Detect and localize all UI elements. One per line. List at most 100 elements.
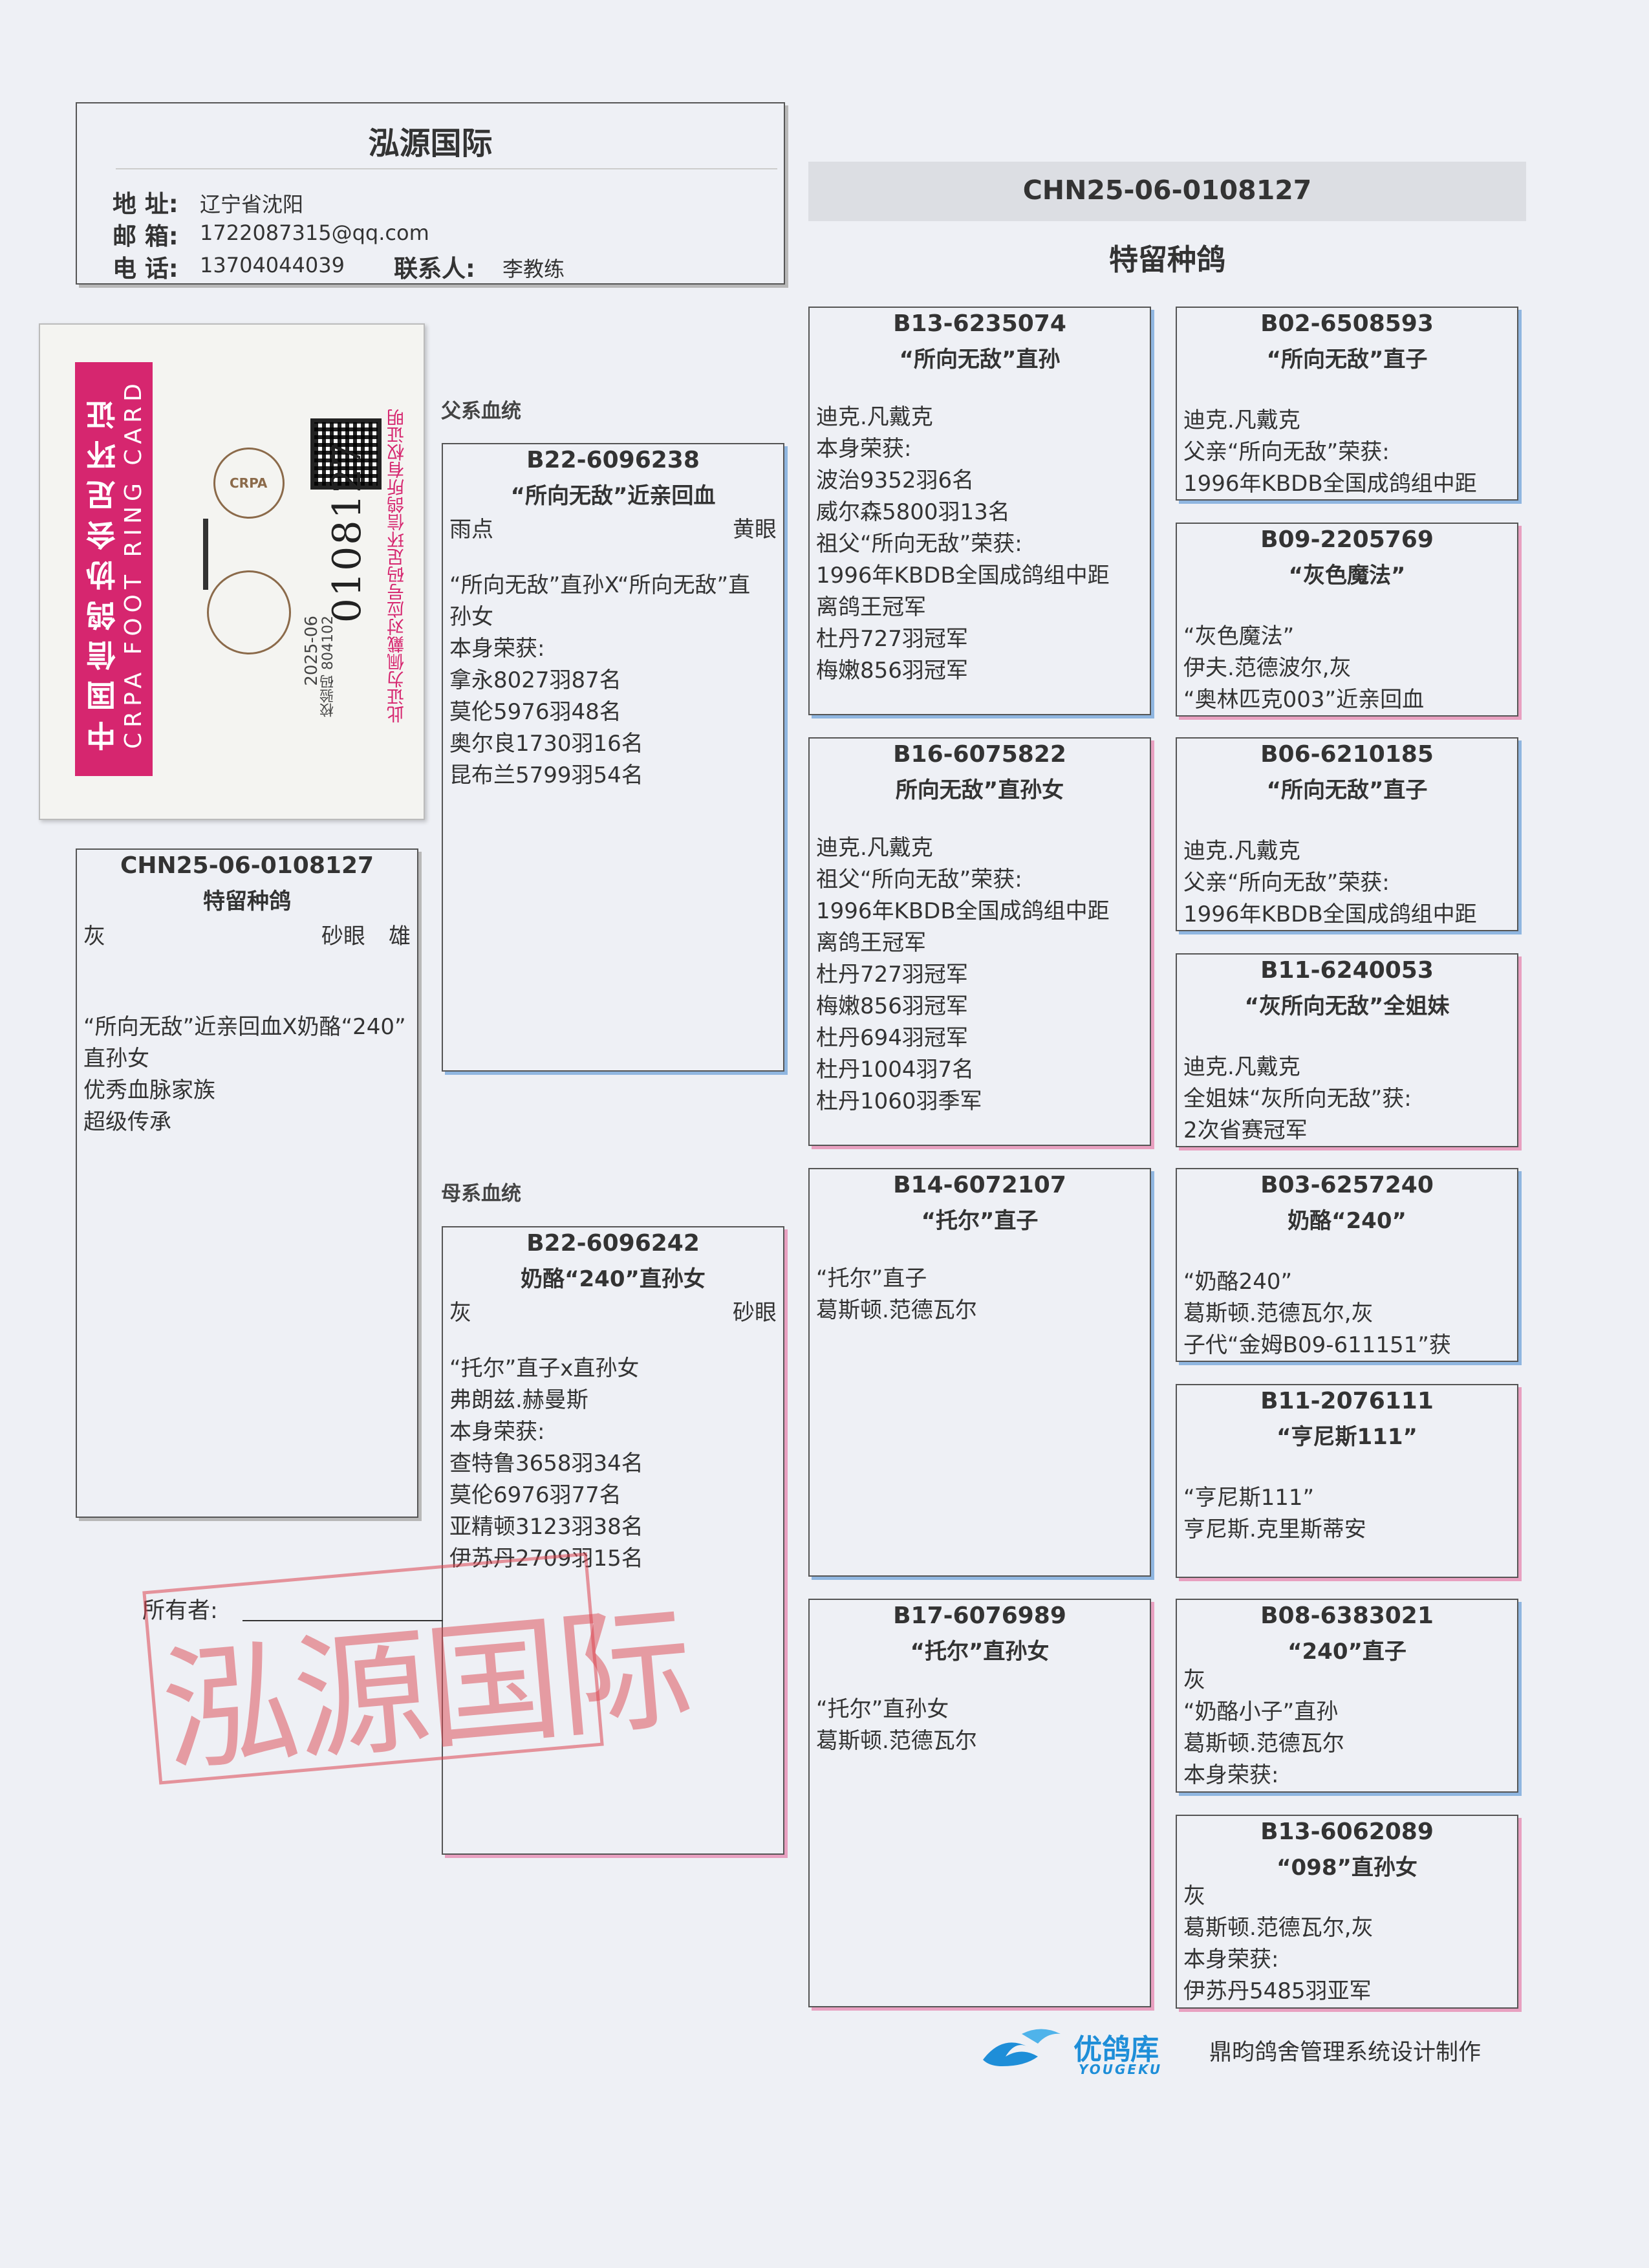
grandparent-box: B14-6072107 “托尔”直子 “托尔”直子 葛斯顿.范德瓦尔 bbox=[808, 1168, 1151, 1577]
great-grandparent-id: B11-2076111 bbox=[1260, 1388, 1434, 1414]
sire-note: 昆布兰5799羽54名 bbox=[449, 762, 643, 788]
great-grandparent-note: 1996年KBDB全国成鸽组中距 bbox=[1183, 902, 1477, 927]
subject-note: 直孙女 bbox=[83, 1046, 149, 1072]
ring-number: 0108127 bbox=[325, 441, 370, 623]
subject-note: 优秀血脉家族 bbox=[83, 1077, 215, 1103]
great-grandparent-note: “灰色魔法” bbox=[1183, 623, 1295, 649]
great-grandparent-note: 葛斯顿.范德瓦尔,灰 bbox=[1183, 1915, 1374, 1941]
dam-eye: 砂眼 bbox=[733, 1300, 777, 1326]
grandparent-note bbox=[816, 1662, 1146, 1694]
great-grandparent-notes: 迪克.凡戴克 父亲“所向无敌”荣获: 1996年KBDB全国成鸽组中距 bbox=[1183, 405, 1513, 499]
grandparent-note: 离鸽王冠军 bbox=[816, 594, 926, 620]
subject-eye: 砂眼 bbox=[321, 923, 365, 949]
great-grandparent-note: 子代“金姆B09-611151”获 bbox=[1183, 1332, 1451, 1358]
sire-note bbox=[449, 538, 779, 570]
grandparent-notes: 迪克.凡戴克 祖父“所向无敌”荣获: 1996年KBDB全国成鸽组中距 离鸽王冠… bbox=[816, 801, 1146, 1145]
subject-banner-id: CHN25-06-0108127 bbox=[1022, 175, 1312, 206]
great-grandparent-box: B11-2076111 “亨尼斯111” “亨尼斯111” 亨尼斯.克里斯蒂安 bbox=[1176, 1384, 1518, 1578]
email-label: 邮 箱: bbox=[113, 222, 178, 250]
dam-note: 本身荣获: bbox=[449, 1419, 545, 1445]
grandparent-note: “托尔”直孙女 bbox=[816, 1696, 949, 1722]
great-grandparent-box: B09-2205769 “灰色魔法” “灰色魔法” 伊夫.范德波尔,灰 “奥林匹… bbox=[1176, 523, 1518, 717]
grandparent-id: B17-6076989 bbox=[893, 1603, 1066, 1629]
phone-label: 电 话: bbox=[113, 255, 178, 283]
grandparent-note: 波治9352羽6名 bbox=[816, 468, 975, 493]
grandparent-note: 梅嫩856羽冠军 bbox=[816, 993, 968, 1019]
great-grandparent-note: 本身荣获: bbox=[1183, 1762, 1279, 1788]
grandparent-note: 1996年KBDB全国成鸽组中距 bbox=[816, 563, 1110, 589]
great-grandparent-id: B03-6257240 bbox=[1260, 1172, 1434, 1198]
great-grandparent-note: 本身荣获: bbox=[1183, 1947, 1279, 1972]
ownership-certificate-text: 此证为佩戴对应号码足环信鸽所有权证明 bbox=[387, 409, 407, 723]
grandparent-note bbox=[816, 801, 1146, 832]
sire-note: 本身荣获: bbox=[449, 636, 545, 662]
great-grandparent-name: “098”直孙女 bbox=[1277, 1855, 1417, 1881]
subject-notes: “所向无敌”近亲回血X奶酪“240” 直孙女 优秀血脉家族 超级传承 bbox=[83, 1011, 413, 1138]
great-grandparent-box: B06-6210185 “所向无敌”直子 迪克.凡戴克 父亲“所向无敌”荣获: … bbox=[1176, 737, 1518, 931]
subject-note: “所向无敌”近亲回血X奶酪“240” bbox=[83, 1014, 406, 1040]
grandparent-note: 梅嫩856羽冠军 bbox=[816, 658, 968, 684]
grandparent-note bbox=[816, 370, 1146, 402]
grandparent-note: 祖父“所向无敌”荣获: bbox=[816, 531, 1022, 557]
sire-color-row: 雨点 黄眼 bbox=[449, 512, 777, 543]
great-grandparent-name: “灰所向无敌”全姐妹 bbox=[1244, 993, 1450, 1019]
dam-note: “托尔”直子x直孙女 bbox=[449, 1355, 640, 1381]
dam-color: 灰 bbox=[449, 1300, 471, 1326]
grandparent-id: B13-6235074 bbox=[893, 310, 1066, 337]
great-grandparent-id: B09-2205769 bbox=[1260, 526, 1434, 553]
yougeku-wave-logo-icon bbox=[983, 2029, 1061, 2066]
grandparent-notes: “托尔”直孙女 葛斯顿.范德瓦尔 bbox=[816, 1662, 1146, 1757]
verify-code: 校验码 804102 bbox=[320, 616, 336, 717]
owner-seal-stamp: 泓源国际 bbox=[142, 1552, 695, 1792]
great-grandparent-note: 父亲“所向无敌”荣获: bbox=[1183, 870, 1390, 896]
subject-banner-title: 特留种鸽 bbox=[1108, 243, 1225, 277]
sire-eye: 黄眼 bbox=[733, 517, 777, 543]
subject-name: 特留种鸽 bbox=[203, 889, 291, 914]
great-grandparent-note: 迪克.凡戴克 bbox=[1183, 838, 1300, 864]
great-grandparent-name: “灰色魔法” bbox=[1288, 563, 1406, 589]
great-grandparent-id: B08-6383021 bbox=[1260, 1603, 1434, 1629]
dam-note: 亚精顿3123羽38名 bbox=[449, 1514, 643, 1540]
great-grandparent-note: 迪克.凡戴克 bbox=[1183, 407, 1300, 433]
great-grandparent-note: “亨尼斯111” bbox=[1183, 1485, 1315, 1511]
sire-note: 莫伦5976羽48名 bbox=[449, 699, 621, 725]
great-grandparent-note: 灰 bbox=[1183, 1667, 1205, 1693]
grandparent-box: B13-6235074 “所向无敌”直孙 迪克.凡戴克 本身荣获: 波治9352… bbox=[808, 307, 1151, 715]
address-value: 辽宁省沈阳 bbox=[200, 192, 304, 217]
great-grandparent-note: “奶酪240” bbox=[1183, 1269, 1293, 1295]
sire-section-label: 父系血统 bbox=[441, 400, 521, 423]
great-grandparent-box: B02-6508593 “所向无敌”直子 迪克.凡戴克 父亲“所向无敌”荣获: … bbox=[1176, 307, 1518, 501]
grandparent-note: 杜丹1060羽季军 bbox=[816, 1088, 982, 1114]
phone-value: 13704044039 bbox=[200, 253, 345, 277]
grandparent-name: “所向无敌”直孙 bbox=[899, 347, 1061, 373]
great-grandparent-name: “所向无敌”直子 bbox=[1266, 347, 1428, 373]
grandparent-name: 所向无敌”直孙女 bbox=[895, 777, 1064, 803]
great-grandparent-note: 亨尼斯.克里斯蒂安 bbox=[1183, 1517, 1366, 1542]
grandparent-box: B16-6075822 所向无敌”直孙女 迪克.凡戴克 祖父“所向无敌”荣获: … bbox=[808, 737, 1151, 1146]
subject-box: CHN25-06-0108127 特留种鸽 灰 砂眼 雄 “所向无敌”近亲回血X… bbox=[76, 848, 418, 1518]
foot-ring-card: 中国信鸽协会足环证 CRPA FOOT RING CARD CRPA 01081… bbox=[39, 323, 425, 820]
dam-id: B22-6096242 bbox=[526, 1230, 700, 1257]
great-grandparent-note: 2次省赛冠军 bbox=[1183, 1118, 1308, 1143]
sire-notes: “所向无敌”直孙X“所向无敌”直 孙女 本身荣获: 拿永8027羽87名 莫伦5… bbox=[449, 538, 779, 792]
great-grandparent-id: B13-6062089 bbox=[1260, 1819, 1434, 1845]
dam-box: B22-6096242 奶酪“240”直孙女 灰 砂眼 “托尔”直子x直孙女 弗… bbox=[442, 1226, 784, 1855]
dam-note: 弗朗兹.赫曼斯 bbox=[449, 1387, 588, 1413]
subject-note: 超级传承 bbox=[83, 1109, 171, 1135]
grandparent-note: 本身荣获: bbox=[816, 436, 912, 462]
great-grandparent-id: B06-6210185 bbox=[1260, 741, 1434, 768]
great-grandparent-note: 父亲“所向无敌”荣获: bbox=[1183, 439, 1390, 465]
subject-color: 灰 bbox=[83, 923, 105, 949]
grandparent-name: “托尔”直孙女 bbox=[910, 1639, 1050, 1665]
breeder-header: 泓源国际 地 址: 辽宁省沈阳 邮 箱: 1722087315@qq.com 电… bbox=[76, 102, 785, 285]
grandparent-note: 葛斯顿.范德瓦尔 bbox=[816, 1297, 977, 1323]
grandparent-box: B17-6076989 “托尔”直孙女 “托尔”直孙女 葛斯顿.范德瓦尔 bbox=[808, 1599, 1151, 2007]
great-grandparent-note: 迪克.凡戴克 bbox=[1183, 1054, 1300, 1080]
crpa-logo-icon: CRPA bbox=[213, 448, 285, 519]
subject-sex: 雄 bbox=[389, 923, 411, 949]
footer-brand: 优鸽库 bbox=[1073, 2033, 1159, 2066]
sire-name: “所向无敌”近亲回血 bbox=[510, 483, 716, 509]
grandparent-note: 迪克.凡戴克 bbox=[816, 835, 933, 861]
great-grandparent-notes: “灰色魔法” 伊夫.范德波尔,灰 “奥林匹克003”近亲回血 bbox=[1183, 621, 1513, 715]
great-grandparent-notes: 迪克.凡戴克 全姐妹“灰所向无敌”获: 2次省赛冠军 bbox=[1183, 1052, 1513, 1146]
